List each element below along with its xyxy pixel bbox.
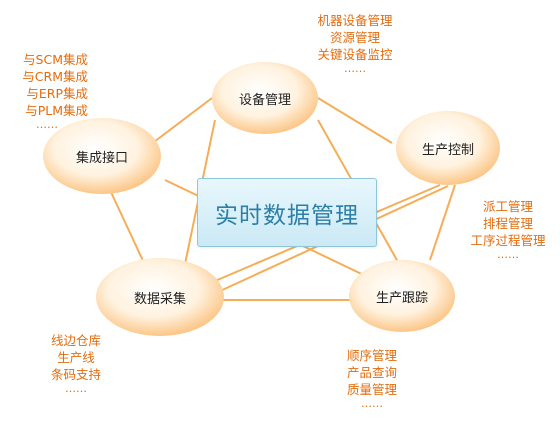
detail-integration-item-3: 与ERP集成 — [26, 86, 88, 101]
detail-equipment-item-1: 机器设备管理 — [317, 13, 393, 28]
detail-tracking-item-1: 顺序管理 — [346, 348, 397, 363]
detail-integration-item-2: 与CRM集成 — [22, 69, 88, 84]
detail-control: 派工管理 排程管理 工序过程管理 …… — [464, 198, 552, 261]
connector-equipment-integration — [149, 97, 213, 146]
node-label-collection: 数据采集 — [133, 291, 186, 307]
node-control[interactable] — [396, 111, 500, 185]
node-label-integration: 集成接口 — [75, 150, 128, 166]
node-label-tracking: 生产跟踪 — [375, 290, 428, 306]
detail-collection-item-3: 条码支持 — [50, 367, 101, 382]
connector-integration-collection — [109, 189, 146, 266]
detail-collection-item-2: 生产线 — [57, 350, 95, 365]
detail-integration-more: …… — [36, 118, 58, 131]
detail-tracking-item-3: 质量管理 — [346, 382, 397, 397]
connector-control-tracking — [429, 184, 456, 261]
node-label-equipment: 设备管理 — [238, 92, 291, 108]
node-integration[interactable] — [43, 118, 161, 194]
node-equipment[interactable] — [212, 62, 318, 134]
detail-equipment-item-2: 资源管理 — [329, 30, 380, 45]
node-collection[interactable] — [96, 258, 224, 336]
detail-collection-item-1: 线边仓库 — [50, 333, 101, 348]
detail-control-item-1: 派工管理 — [482, 199, 533, 214]
center-title: 实时数据管理 — [215, 202, 359, 229]
detail-tracking: 顺序管理 产品查询 质量管理 …… — [334, 347, 410, 410]
detail-control-item-2: 排程管理 — [482, 216, 533, 231]
detail-tracking-item-2: 产品查询 — [346, 365, 397, 380]
detail-integration-item-4: 与PLM集成 — [25, 103, 88, 118]
detail-integration-item-1: 与SCM集成 — [23, 52, 88, 67]
detail-control-more: …… — [497, 248, 519, 261]
detail-equipment-more: …… — [344, 62, 366, 75]
connector-equipment-control — [317, 97, 393, 144]
detail-equipment-item-3: 关键设备监控 — [317, 47, 393, 62]
node-tracking[interactable] — [349, 260, 455, 332]
detail-control-item-3: 工序过程管理 — [470, 233, 546, 248]
detail-tracking-more: …… — [361, 397, 383, 410]
detail-integration: 与SCM集成 与CRM集成 与ERP集成 与PLM集成 …… — [4, 51, 88, 131]
detail-equipment: 机器设备管理 资源管理 关键设备监控 …… — [300, 12, 410, 75]
node-label-control: 生产控制 — [421, 142, 474, 158]
detail-collection-more: …… — [65, 382, 87, 395]
center-title-box: 实时数据管理 — [197, 178, 377, 247]
detail-collection: 线边仓库 生产线 条码支持 …… — [38, 332, 114, 395]
